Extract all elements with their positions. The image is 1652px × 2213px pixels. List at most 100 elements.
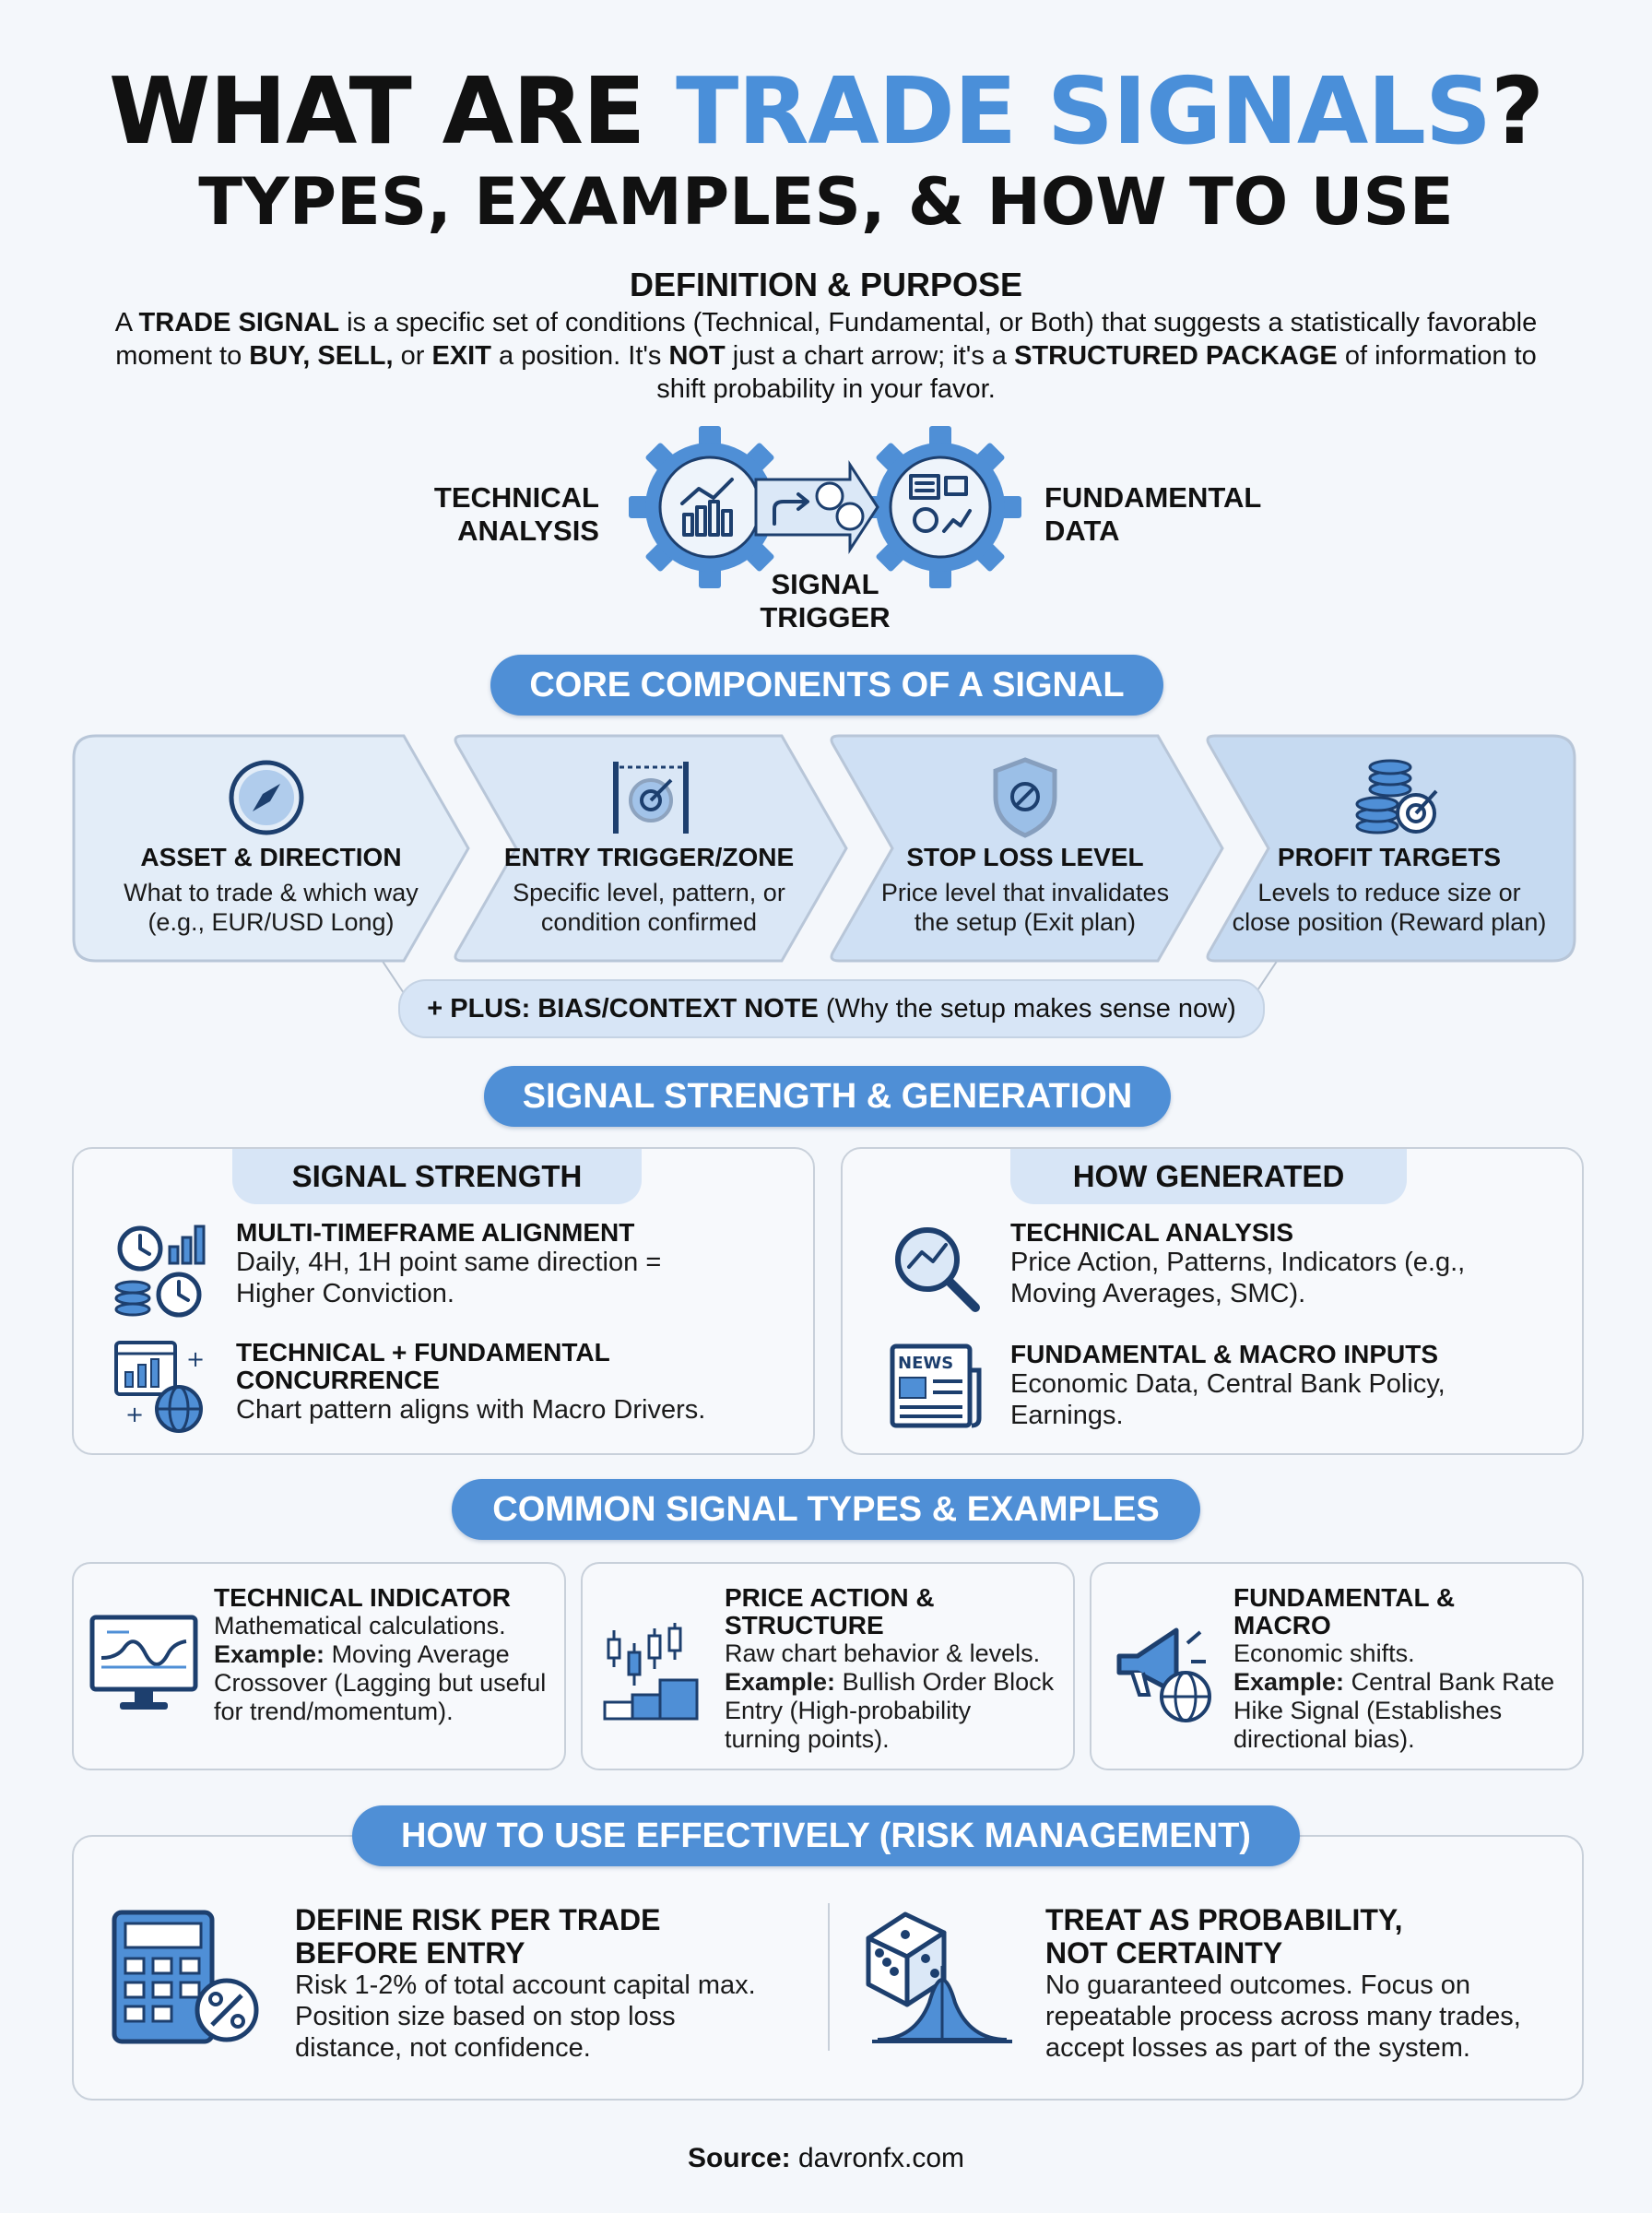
coins-target-icon [1355, 759, 1438, 834]
svg-text:+: + [125, 1402, 144, 1427]
item-desc: Earnings. [1010, 1401, 1124, 1430]
definition-body: A TRADE SIGNAL is a specific set of cond… [101, 306, 1551, 406]
gears-diagram [629, 426, 1021, 588]
example-text: turning points). [725, 1725, 890, 1753]
item-desc: Higher Conviction. [236, 1279, 454, 1308]
core-item-desc: close position (Reward plan) [1232, 908, 1547, 936]
title-question-mark: ? [1491, 57, 1544, 165]
how-generated-panel: HOW GENERATED TECHNICAL ANALYSIS Price A… [841, 1147, 1584, 1455]
source-label: Source: [687, 2143, 791, 2173]
risk-desc: No guaranteed outcomes. Focus on [1045, 1970, 1471, 2000]
core-item-desc: Price level that invalidates [880, 879, 1170, 906]
compass-icon [229, 760, 304, 835]
card-desc: Economic shifts. [1233, 1639, 1415, 1667]
source-value: davronfx.com [790, 2143, 965, 2173]
risk-management-panel: DEFINE RISK PER TRADE BEFORE ENTRY Risk … [72, 1835, 1584, 2101]
newspaper-icon: NEWS [890, 1343, 982, 1428]
main-title: WHAT ARE TRADE SIGNALS? [0, 57, 1652, 165]
how-generated-tab: HOW GENERATED [1010, 1149, 1407, 1204]
monitor-wave-icon [89, 1615, 198, 1710]
core-item-desc: Specific level, pattern, or [513, 879, 785, 906]
def-text: or [393, 341, 432, 371]
fundamental-inputs-item: FUNDAMENTAL & MACRO INPUTS Economic Data… [1010, 1341, 1564, 1431]
example-text: Moving Average [324, 1640, 510, 1668]
core-item-desc: What to trade & which way [124, 879, 419, 906]
def-bold: STRUCTURED PACKAGE [1014, 341, 1338, 371]
arrow-coins-icon [754, 459, 879, 555]
item-desc: Price Action, Patterns, Indicators (e.g.… [1010, 1248, 1466, 1277]
definition-heading: DEFINITION & PURPOSE [629, 266, 1023, 303]
card-title: MACRO [1233, 1611, 1331, 1639]
type-card-technical-indicator: TECHNICAL INDICATOR Mathematical calcula… [72, 1562, 566, 1770]
core-item-title: PROFIT TARGETS [1277, 843, 1502, 871]
gear-label-technical: TECHNICAL ANALYSIS [406, 481, 599, 548]
example-text: Central Bank Rate [1344, 1668, 1555, 1696]
def-text: just a chart arrow; it's a [725, 341, 1015, 371]
bias-context-note: + PLUS: BIAS/CONTEXT NOTE (Why the setup… [398, 979, 1265, 1038]
gear-label-fundamental: FUNDAMENTAL DATA [1044, 481, 1284, 548]
subtitle: TYPES, EXAMPLES, & HOW TO USE [198, 164, 1454, 240]
card-example: Example: Bullish Order Block [725, 1668, 1066, 1697]
item-title: TECHNICAL + FUNDAMENTAL [236, 1338, 610, 1367]
define-risk-item: DEFINE RISK PER TRADE BEFORE ENTRY Risk … [295, 1903, 811, 2064]
def-text: a position. It's [490, 341, 669, 371]
example-text: Entry (High-probability [725, 1697, 972, 1724]
target-zone-icon [613, 762, 689, 834]
item-title: FUNDAMENTAL & MACRO INPUTS [1010, 1340, 1439, 1368]
concurrence-item: TECHNICAL + FUNDAMENTAL CONCURRENCE Char… [236, 1339, 789, 1426]
def-bold: EXIT [431, 341, 491, 371]
news-label: NEWS [898, 1354, 953, 1373]
example-text: Hike Signal (Establishes [1233, 1697, 1503, 1724]
risk-title: BEFORE ENTRY [295, 1936, 525, 1970]
clocks-chart-icon [114, 1225, 206, 1318]
dice-bell-curve-icon [866, 1911, 1012, 2043]
core-item-title: STOP LOSS LEVEL [906, 843, 1144, 871]
core-item-stop-loss: STOP LOSS LEVEL Price level that invalida… [826, 734, 1224, 963]
card-desc: Raw chart behavior & levels. [725, 1639, 1041, 1667]
risk-title: DEFINE RISK PER TRADE [295, 1903, 661, 1936]
chart-globe-icon: + + [114, 1341, 205, 1433]
treat-probability-item: TREAT AS PROBABILITY, NOT CERTAINTY No g… [1045, 1903, 1571, 2064]
risk-divider [828, 1903, 830, 2051]
source-line: Source: davronfx.com [0, 2143, 1652, 2174]
core-item-desc: the setup (Exit plan) [914, 908, 1137, 936]
card-title: FUNDAMENTAL & [1233, 1583, 1456, 1612]
core-components-heading: CORE COMPONENTS OF A SIGNAL [490, 655, 1163, 716]
title-highlight: TRADE SIGNALS [676, 57, 1492, 165]
type-card-fundamental: FUNDAMENTAL & MACRO Economic shifts. Exa… [1090, 1562, 1584, 1770]
type-card-price-action: PRICE ACTION & STRUCTURE Raw chart behav… [581, 1562, 1075, 1770]
def-text: is a specific set of conditions (Technic… [115, 308, 1538, 371]
magnifier-chart-icon [895, 1227, 980, 1312]
fundamental-gear-icon [859, 426, 1021, 588]
card-example: Example: Central Bank Rate [1233, 1668, 1575, 1697]
gear-label-line: TECHNICAL [433, 481, 599, 514]
item-desc: Moving Averages, SMC). [1010, 1279, 1306, 1308]
example-text: Bullish Order Block [835, 1668, 1055, 1696]
shield-icon [993, 757, 1057, 838]
signal-types-heading: COMMON SIGNAL TYPES & EXAMPLES [452, 1479, 1200, 1540]
risk-desc: Position size based on stop loss [295, 2002, 676, 2031]
example-text: directional bias). [1233, 1725, 1415, 1753]
technical-gear-icon [629, 426, 791, 588]
def-bold: TRADE SIGNAL [138, 308, 340, 337]
title-text: WHAT ARE [108, 57, 677, 165]
megaphone-globe-icon [1116, 1627, 1211, 1722]
example-text: Crossover (Lagging but useful [214, 1669, 547, 1697]
def-bold: NOT [668, 341, 726, 371]
example-label: Example: [214, 1640, 325, 1668]
risk-desc: Risk 1-2% of total account capital max. [295, 1970, 756, 2000]
card-desc: Mathematical calculations. [214, 1612, 506, 1639]
plus-desc: (Why the setup makes sense now) [818, 994, 1236, 1024]
signal-strength-heading: SIGNAL STRENGTH & GENERATION [484, 1066, 1171, 1127]
gear-label-line: FUNDAMENTAL [1044, 481, 1262, 514]
core-item-title: ENTRY TRIGGER/ZONE [503, 843, 795, 871]
plus-label: + PLUS: BIAS/CONTEXT NOTE [427, 994, 819, 1024]
core-item-desc: Levels to reduce size or [1257, 879, 1521, 906]
item-title: CONCURRENCE [236, 1366, 440, 1394]
def-text: of information to shift probability in y… [656, 341, 1537, 404]
risk-title: TREAT AS PROBABILITY, [1045, 1903, 1403, 1936]
card-title: TECHNICAL INDICATOR [214, 1583, 511, 1612]
risk-title: NOT CERTAINTY [1045, 1936, 1283, 1970]
mtf-alignment-item: MULTI-TIMEFRAME ALIGNMENT Daily, 4H, 1H … [236, 1219, 789, 1309]
